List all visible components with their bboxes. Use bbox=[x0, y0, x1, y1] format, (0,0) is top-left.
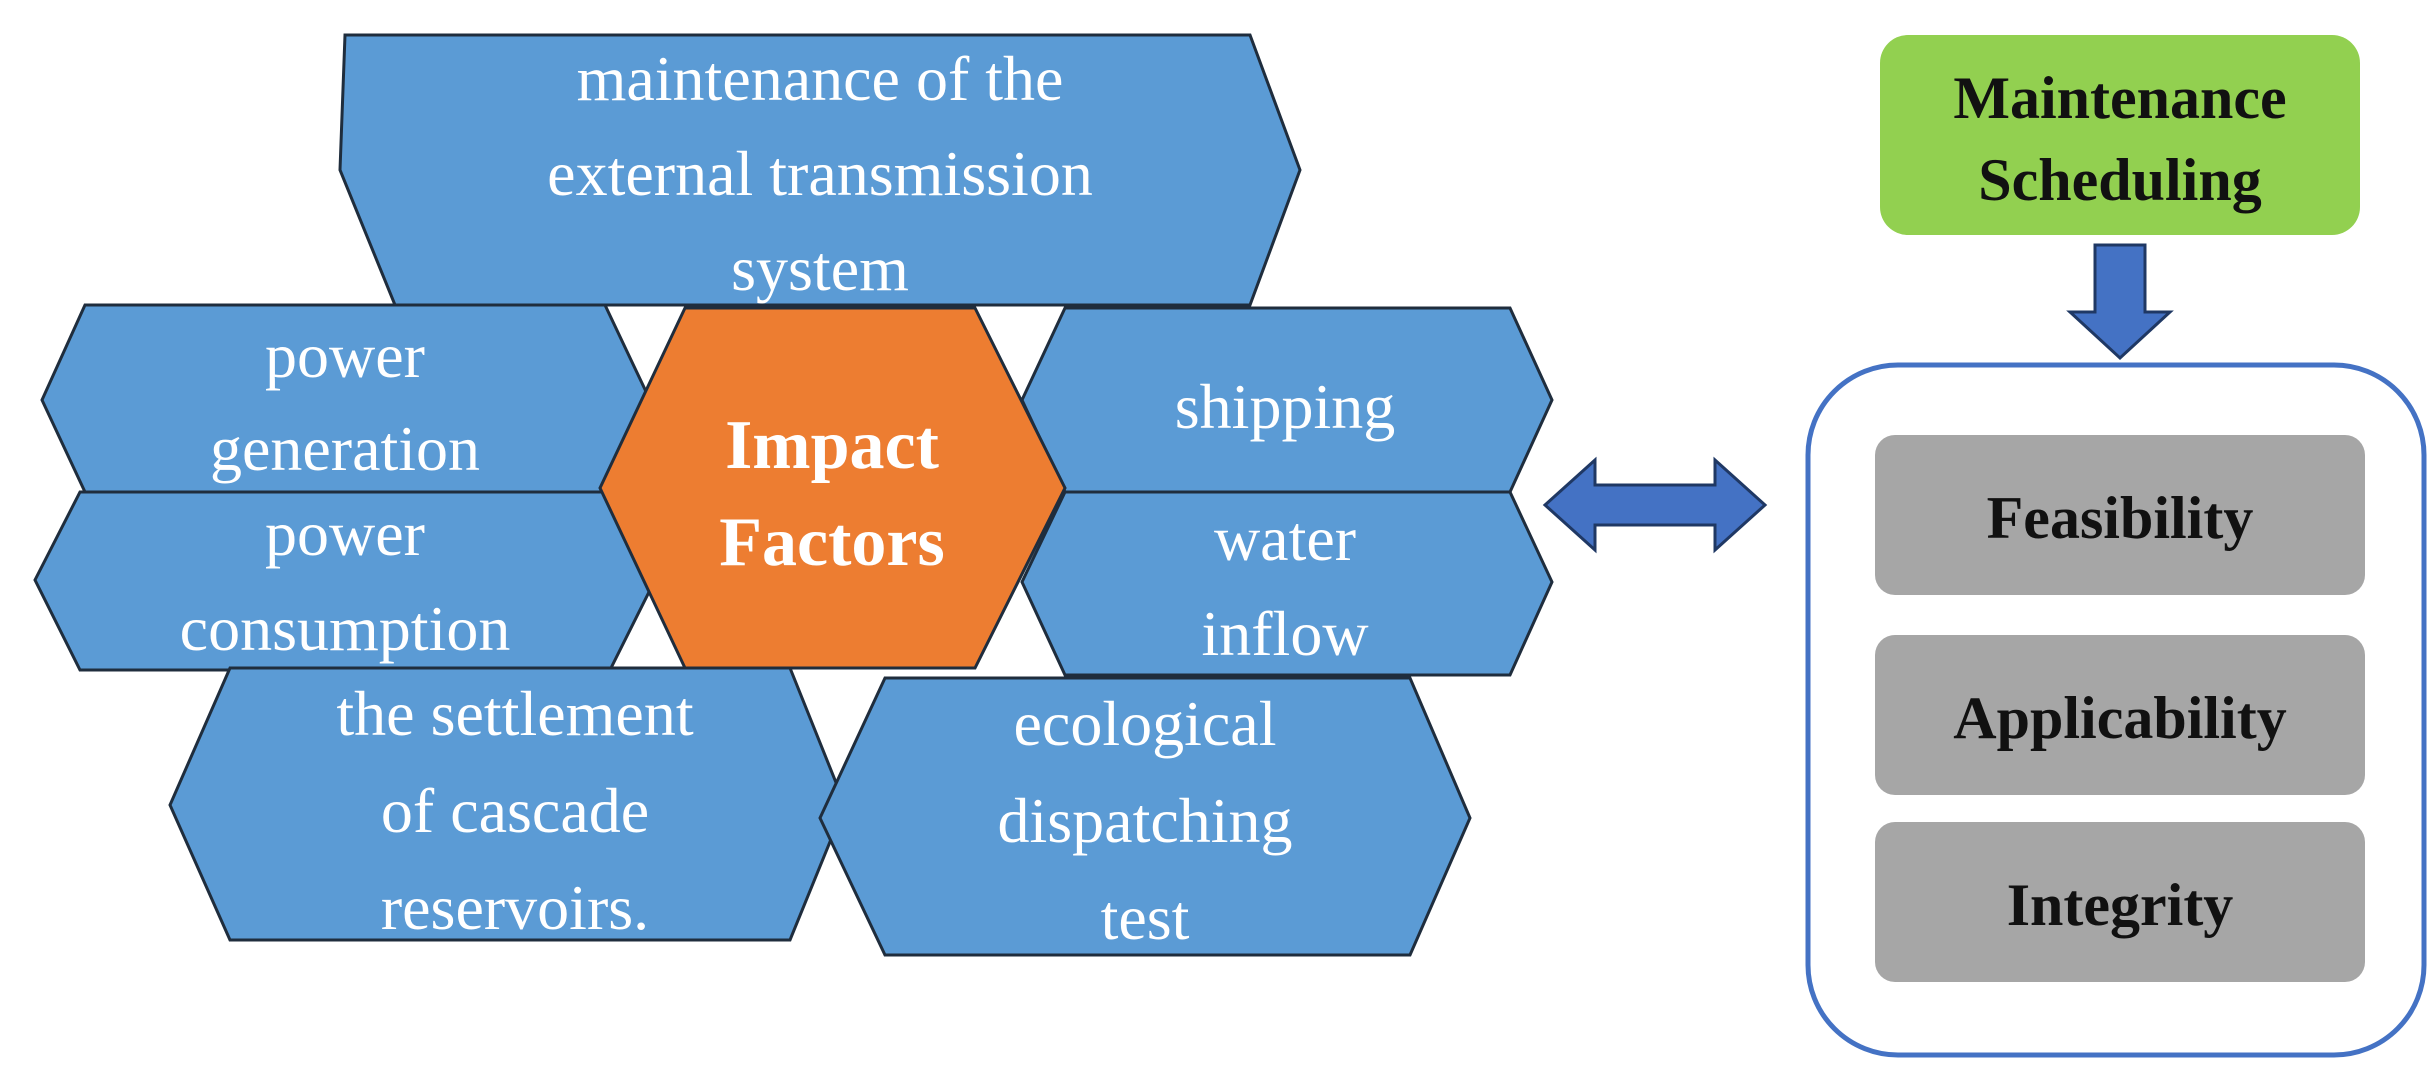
factor-shipping-line-1: shipping bbox=[1175, 371, 1395, 442]
factor-ecological-line-1: ecological bbox=[1014, 688, 1277, 759]
factor-ecological-shape bbox=[818, 676, 1472, 957]
criteria-applicability-label: Applicability bbox=[1953, 685, 2286, 751]
factor-ecological: ecological dispatching test bbox=[818, 676, 1472, 957]
criteria-applicability-box bbox=[1875, 635, 2365, 795]
impact-factors-label-line-1: Impact bbox=[725, 407, 939, 484]
criteria-feasibility-label: Feasibility bbox=[1987, 485, 2254, 551]
impact-factors-label-line-2: Factors bbox=[719, 504, 944, 581]
factor-power-consumption-line-2: consumption bbox=[180, 593, 511, 664]
factor-water-inflow: water inflow bbox=[1020, 490, 1554, 677]
factor-settlement-line-3: reservoirs. bbox=[381, 872, 649, 943]
factor-power-generation-line-1: power bbox=[265, 320, 425, 391]
factor-transmission: maintenance of the external transmission… bbox=[338, 33, 1302, 307]
factor-transmission-shape bbox=[338, 33, 1302, 307]
factor-transmission-line-2: external transmission bbox=[547, 138, 1093, 209]
criteria-integrity-box bbox=[1875, 822, 2365, 982]
factor-power-generation: power generation bbox=[40, 303, 652, 494]
impact-factors-center: Impact Factors bbox=[598, 306, 1067, 670]
factor-transmission-line-3: system bbox=[731, 233, 909, 304]
maintenance-scheduling: Maintenance Scheduling bbox=[1880, 35, 2360, 235]
factor-water-inflow-shape bbox=[1020, 490, 1554, 677]
maintenance-scheduling-line-2: Scheduling bbox=[1978, 147, 2261, 213]
down-arrow-icon bbox=[2066, 243, 2174, 361]
impact-factors-center-shape bbox=[598, 306, 1067, 670]
factor-water-inflow-line-2: inflow bbox=[1201, 598, 1368, 669]
maintenance-scheduling-line-1: Maintenance bbox=[1953, 65, 2286, 131]
factor-ecological-line-3: test bbox=[1101, 882, 1190, 953]
criteria-panel bbox=[1805, 362, 2427, 1058]
factor-settlement-line-2: of cascade bbox=[381, 775, 649, 846]
factor-shipping: shipping bbox=[1020, 306, 1554, 494]
factor-power-generation-line-2: generation bbox=[210, 413, 480, 484]
criteria-list: Feasibility Applicability Integrity bbox=[1875, 435, 2365, 982]
factor-water-inflow-line-1: water bbox=[1214, 503, 1356, 574]
factor-settlement: the settlement of cascade reservoirs. bbox=[168, 666, 847, 943]
double-arrow-icon bbox=[1542, 456, 1768, 554]
factor-power-consumption-line-1: power bbox=[265, 498, 425, 569]
factor-transmission-line-1: maintenance of the bbox=[577, 43, 1064, 114]
criteria-feasibility-box bbox=[1875, 435, 2365, 595]
factor-settlement-line-1: the settlement bbox=[336, 678, 693, 749]
maintenance-scheduling-box bbox=[1880, 35, 2360, 235]
factor-power-consumption: power consumption bbox=[33, 490, 657, 672]
criteria-integrity-label: Integrity bbox=[2007, 872, 2234, 938]
factor-ecological-line-2: dispatching bbox=[997, 785, 1292, 856]
